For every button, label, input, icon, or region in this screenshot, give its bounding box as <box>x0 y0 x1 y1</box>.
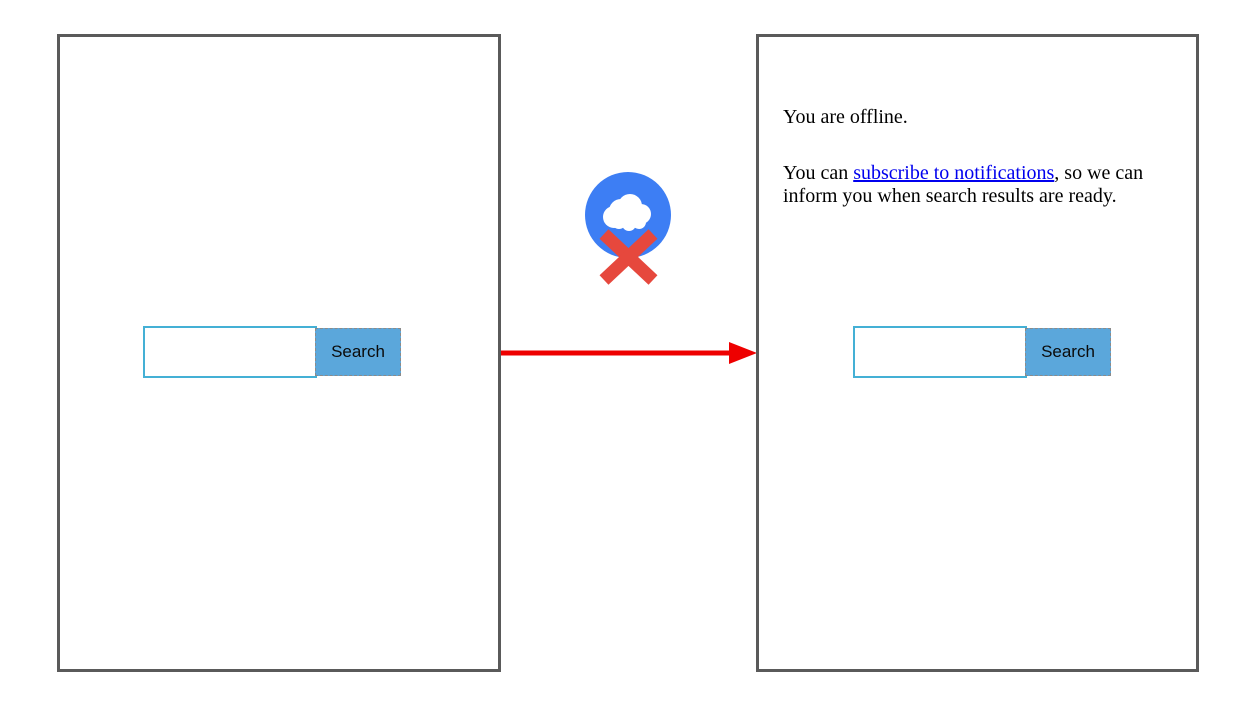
notification-offer-text: You can subscribe to notifications, so w… <box>783 162 1203 208</box>
cloud-icon <box>603 194 651 231</box>
offline-cloud-icon <box>585 172 671 285</box>
offline-status-text: You are offline. <box>783 106 908 128</box>
red-x-icon <box>599 229 658 285</box>
left-screen-frame: Search <box>57 34 501 672</box>
search-button[interactable]: Search <box>315 328 401 376</box>
right-screen-frame: You are offline. You can subscribe to no… <box>756 34 1199 672</box>
subscribe-notifications-link[interactable]: subscribe to notifications <box>853 162 1055 184</box>
offer-text-line2: inform you when search results are ready… <box>783 185 1117 207</box>
flow-arrow-icon <box>501 342 757 364</box>
search-button[interactable]: Search <box>1025 328 1111 376</box>
offline-message: You are offline. You can subscribe to no… <box>783 106 1203 208</box>
left-search-widget: Search <box>143 326 401 378</box>
search-input[interactable] <box>143 326 317 378</box>
search-input[interactable] <box>853 326 1027 378</box>
right-search-widget: Search <box>853 326 1111 378</box>
offer-text-before-link: You can <box>783 162 854 184</box>
offer-text-after-link: , so we can <box>1054 162 1144 184</box>
